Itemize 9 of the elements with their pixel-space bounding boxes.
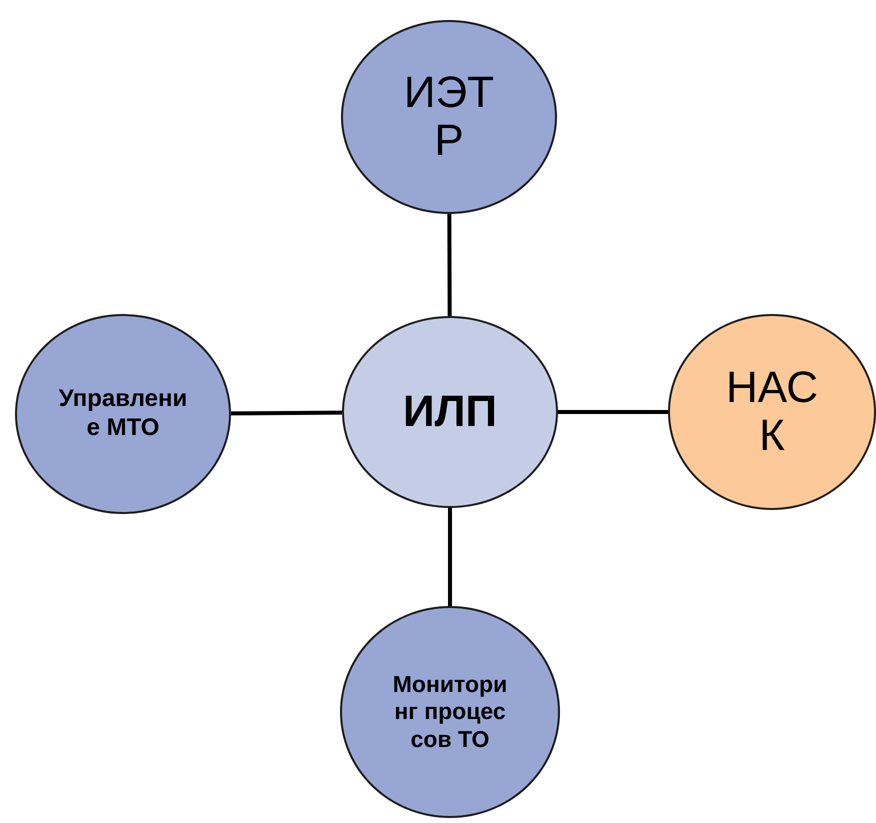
- node-label: ИЭТР: [402, 68, 496, 166]
- connector-line: [558, 410, 668, 414]
- node-label: Управление МТО: [58, 385, 188, 443]
- connector-line: [447, 214, 452, 316]
- node-label: НАСК: [725, 364, 819, 460]
- connector-line: [448, 508, 452, 606]
- node-label: Мониторинг процессов ТО: [392, 670, 508, 754]
- node-label: ИЛП: [402, 388, 498, 436]
- connector-line: [230, 410, 342, 416]
